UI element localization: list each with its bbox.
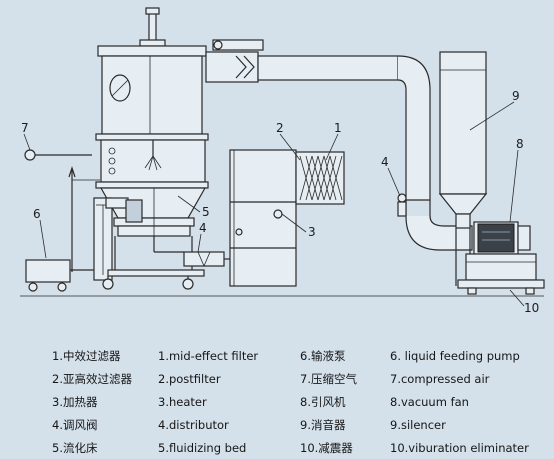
legend-item: 6. liquid feeding pump — [390, 349, 520, 363]
silencer — [438, 51, 488, 286]
callout-9: 9 — [512, 89, 520, 103]
fluid-bed-tower — [95, 7, 209, 237]
legend-item: 5.fluidizing bed — [158, 441, 246, 455]
legend-item: 5.流化床 — [52, 441, 98, 455]
legend-col-cn-1: 1.中效过滤器 2.亚高效过滤器 3.加热器 4.调风阀 5.流化床 — [52, 349, 132, 455]
heater-cabinet — [224, 149, 345, 287]
callout-1: 1 — [334, 121, 342, 135]
legend-item: 7.压缩空气 — [300, 372, 357, 386]
legend-item: 1.mid-effect filter — [158, 349, 258, 363]
legend-col-cn-2: 6.输液泵 7.压缩空气 8.引风机 9.消音器 10.减震器 — [300, 349, 357, 455]
legend: 1.中效过滤器 2.亚高效过滤器 3.加热器 4.调风阀 5.流化床 1.mid… — [52, 349, 529, 455]
callout-4-right: 4 — [381, 155, 389, 169]
vacuum-fan — [457, 221, 545, 295]
callout-2: 2 — [276, 121, 284, 135]
callout-5: 5 — [202, 205, 210, 219]
legend-col-en-2: 6. liquid feeding pump 7.compressed air … — [390, 349, 529, 455]
legend-item: 8.引风机 — [300, 395, 346, 409]
callout-7: 7 — [21, 121, 29, 135]
callout-3: 3 — [308, 225, 316, 239]
support-frame — [93, 197, 225, 290]
callout-8: 8 — [516, 137, 524, 151]
legend-item: 3.heater — [158, 395, 207, 409]
legend-item: 9.silencer — [390, 418, 446, 432]
legend-item: 10.viburation eliminater — [390, 441, 529, 455]
callout-4-left: 4 — [199, 221, 207, 235]
legend-item: 8.vacuum fan — [390, 395, 469, 409]
compressed-air-line — [24, 149, 100, 272]
callout-labels: 1 2 3 4 4 5 6 7 8 9 10 — [21, 89, 539, 315]
leader-lines — [23, 101, 525, 307]
legend-item: 4.distributor — [158, 418, 229, 432]
legend-item: 3.加热器 — [52, 395, 98, 409]
legend-item: 10.减震器 — [300, 441, 353, 455]
legend-item: 7.compressed air — [390, 372, 490, 386]
legend-item: 2.亚高效过滤器 — [52, 372, 132, 386]
legend-item: 6.输液泵 — [300, 349, 346, 363]
callout-6: 6 — [33, 207, 41, 221]
legend-col-en-1: 1.mid-effect filter 2.postfilter 3.heate… — [158, 349, 258, 455]
legend-item: 2.postfilter — [158, 372, 221, 386]
legend-item: 4.调风阀 — [52, 418, 97, 432]
legend-item: 9.消音器 — [300, 418, 346, 432]
liquid-feeding-pump — [25, 259, 94, 292]
legend-item: 1.中效过滤器 — [52, 349, 121, 363]
callout-10: 10 — [524, 301, 539, 315]
